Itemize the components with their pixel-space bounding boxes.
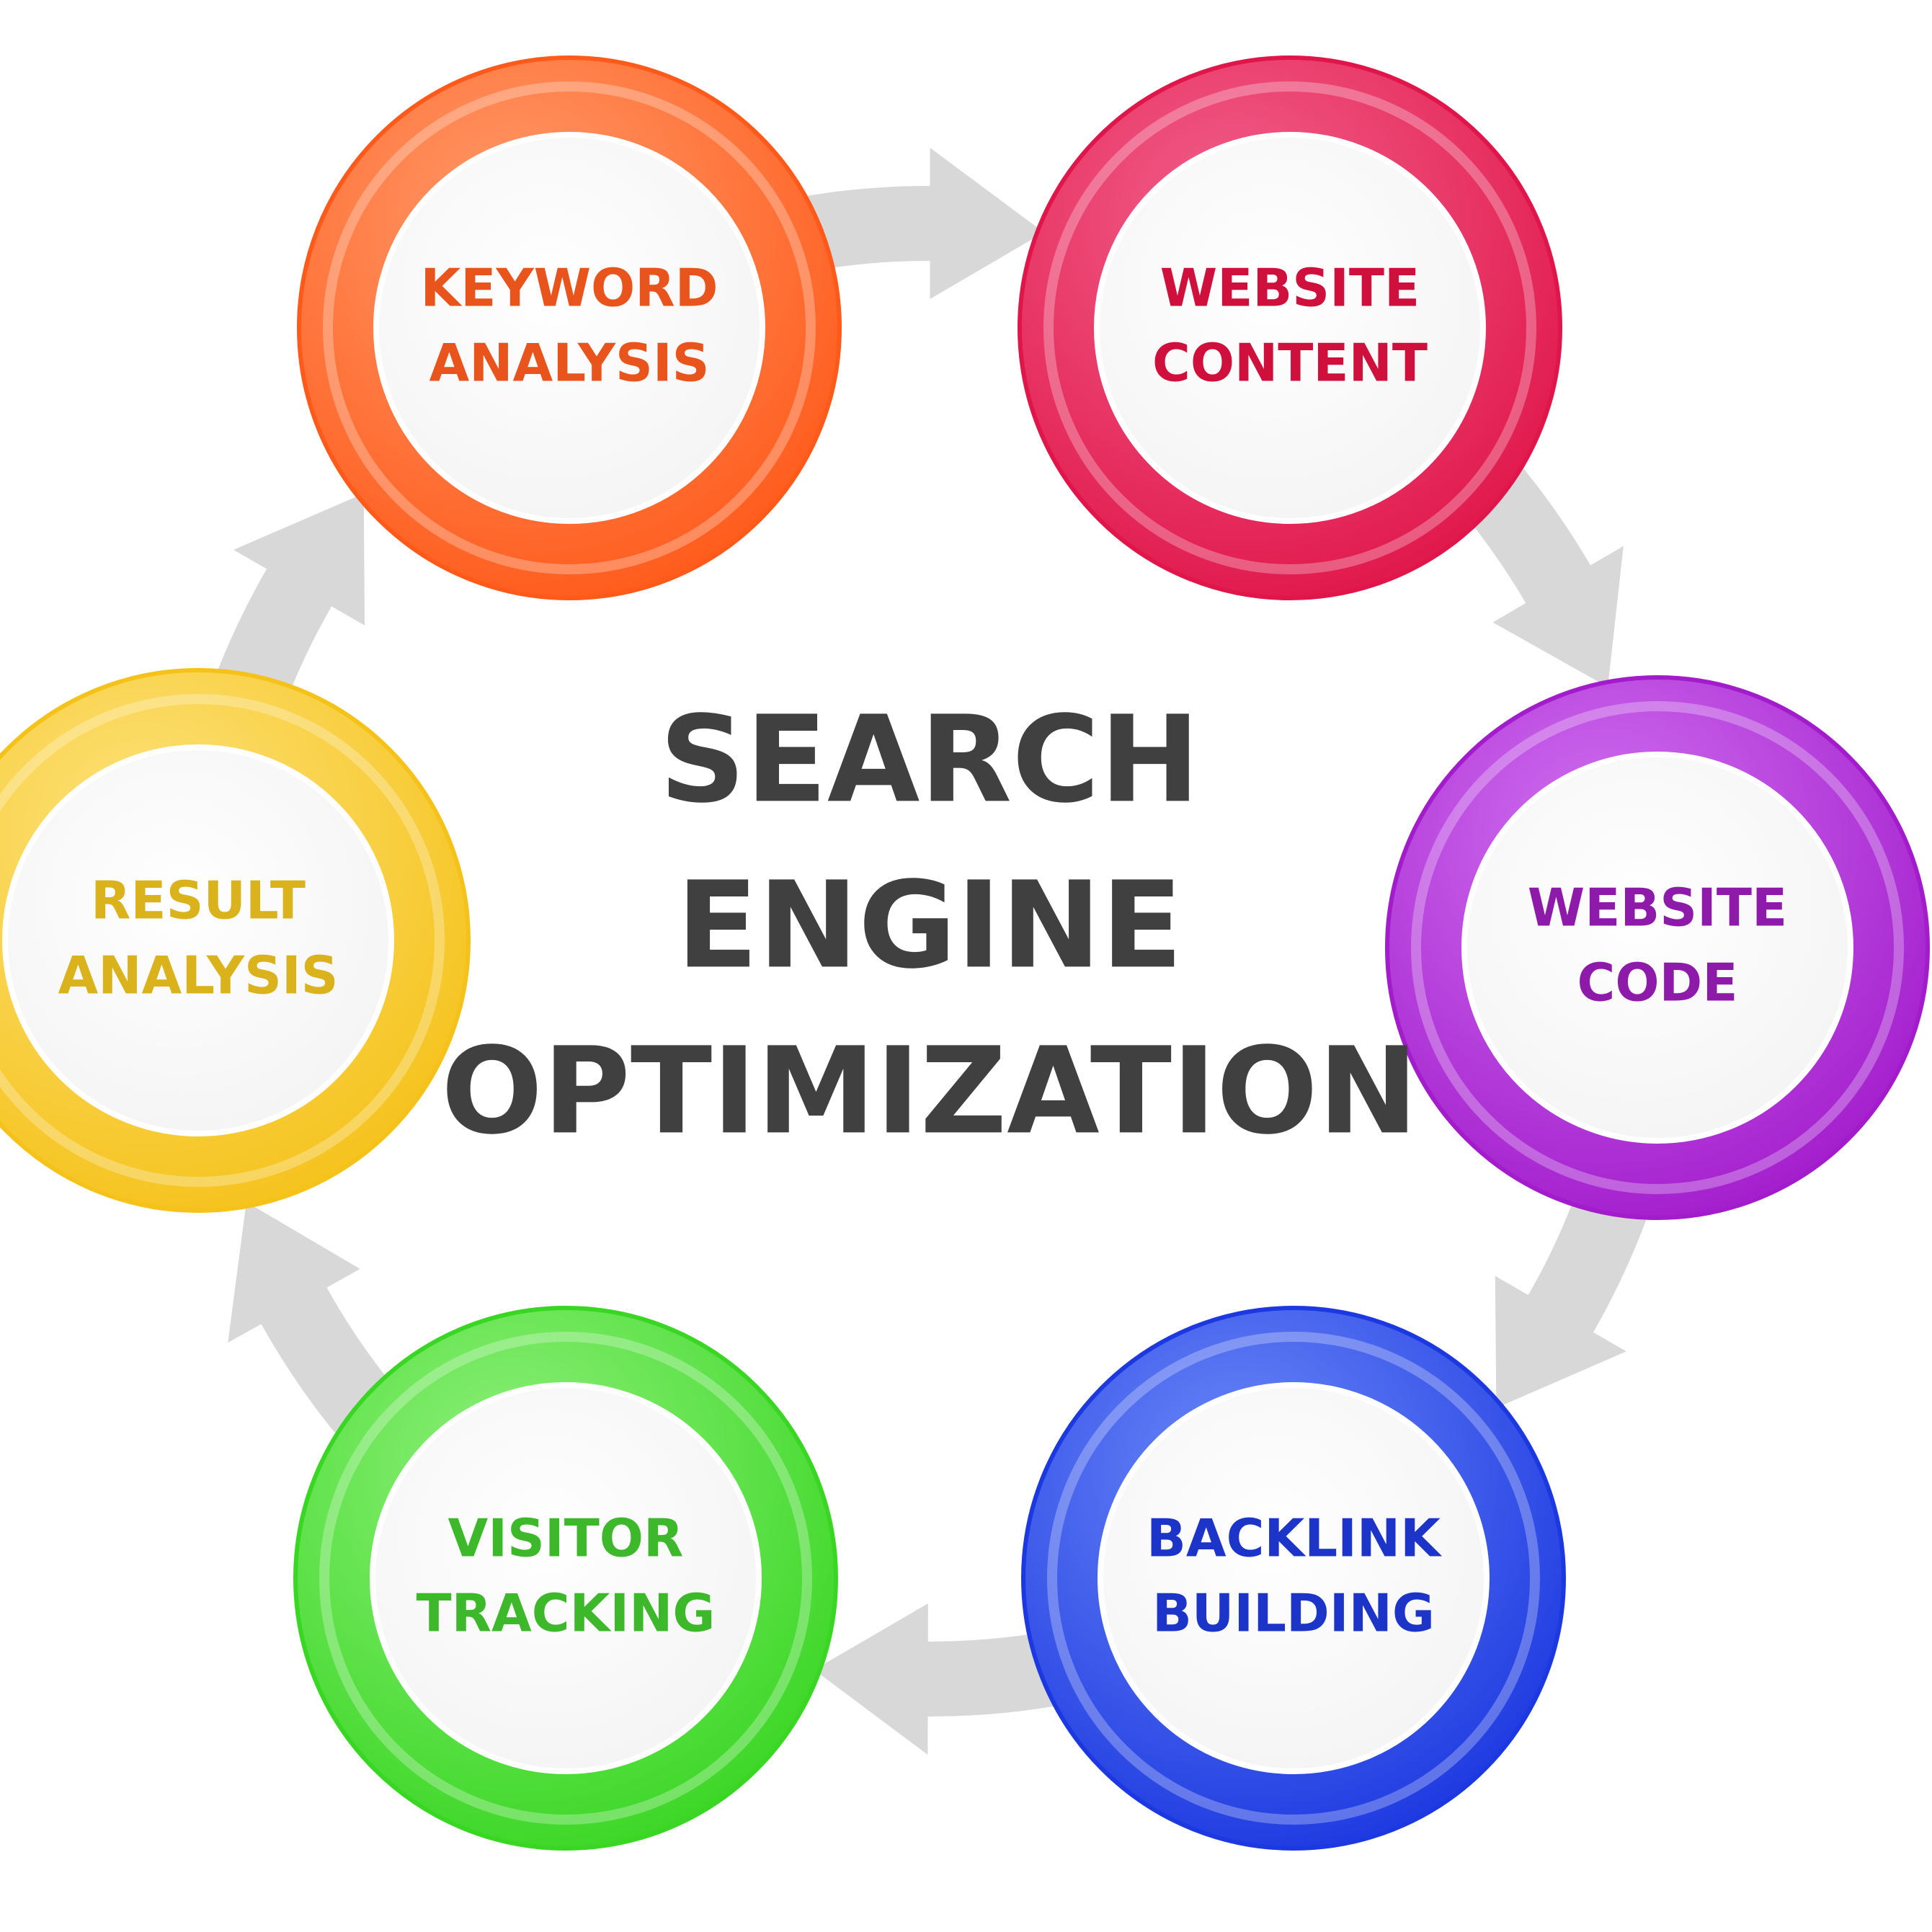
website-code-inner-disc <box>1461 752 1853 1144</box>
website-code-label-line-2: CODE <box>1577 953 1738 1013</box>
cycle-arrow-6 <box>214 493 365 706</box>
result-analysis-inner-disc <box>2 744 394 1136</box>
cycle-nodes: KEYWORD ANALYSIS WEBSITE CONTENT WEBSITE CODE… <box>0 55 1930 1851</box>
website-content-ring-highlight <box>1043 81 1536 574</box>
keyword-analysis-ring-highlight <box>323 81 816 574</box>
cycle-arrow-1 <box>796 148 1044 300</box>
visitor-tracking-inner-disc <box>370 1382 762 1774</box>
backlink-building-ring-highlight <box>1047 1332 1540 1825</box>
website-content-inner-disc <box>1094 132 1486 524</box>
website-code-label-line-1: WEBSITE <box>1528 878 1787 938</box>
backlink-building-label-line-2: BUILDING <box>1152 1583 1435 1644</box>
result-analysis-label-line-1: RESULT <box>91 871 306 931</box>
visitor-tracking-ring-highlight <box>319 1332 812 1825</box>
cycle-arrow-2 <box>1459 459 1624 687</box>
visitor-tracking-label-line-2: TRACKING <box>416 1583 715 1644</box>
keyword-analysis-label-line-2: ANALYSIS <box>429 333 709 393</box>
diagram-title: SEARCH ENGINE OPTIMIZATION <box>441 690 1418 1161</box>
website-code-ring-highlight <box>1411 701 1904 1194</box>
cycle-arrow-5 <box>228 1201 400 1442</box>
result-analysis-ring-highlight <box>0 694 445 1187</box>
result-analysis-label-line-2: ANALYSIS <box>58 945 338 1006</box>
node-website-content: WEBSITE CONTENT <box>1018 55 1562 600</box>
keyword-analysis-label-line-1: KEYWORD <box>421 258 718 319</box>
node-result-analysis: RESULT ANALYSIS <box>0 668 471 1213</box>
node-website-code: WEBSITE CODE <box>1385 675 1930 1220</box>
keyword-analysis-inner-disc <box>373 132 765 524</box>
cycle-arrow-3 <box>1495 1184 1650 1408</box>
title-line-3: OPTIMIZATION <box>441 1022 1418 1161</box>
visitor-tracking-label-line-1: VISITOR <box>448 1508 684 1569</box>
node-keyword-analysis: KEYWORD ANALYSIS <box>297 55 842 600</box>
backlink-building-inner-disc <box>1098 1382 1490 1774</box>
title-line-2: ENGINE <box>677 856 1183 995</box>
website-content-label-line-2: CONTENT <box>1152 333 1428 393</box>
node-visitor-tracking: VISITOR TRACKING <box>293 1306 838 1851</box>
backlink-building-label-line-1: BACKLINK <box>1147 1508 1442 1569</box>
node-backlink-building: BACKLINK BUILDING <box>1021 1306 1566 1851</box>
cycle-arrow-4 <box>814 1603 1064 1755</box>
website-content-label-line-1: WEBSITE <box>1160 258 1420 319</box>
title-line-1: SEARCH <box>659 690 1200 829</box>
cycle-arrows <box>214 148 1650 1755</box>
